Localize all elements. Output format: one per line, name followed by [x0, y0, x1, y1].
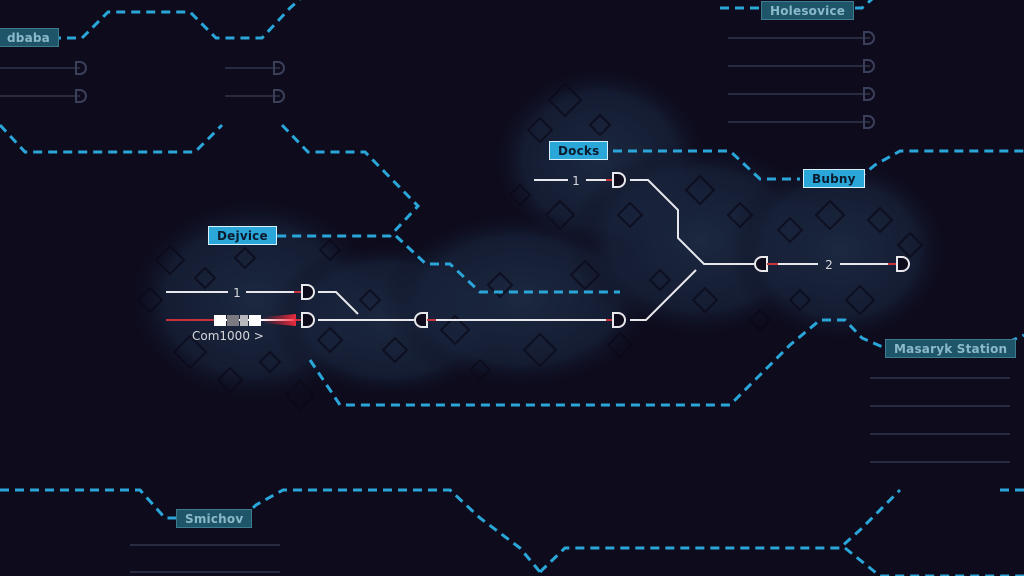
terrain-diamond: [544, 199, 576, 231]
terrain-diamond: [486, 271, 514, 299]
terrain-diamond: [358, 288, 382, 312]
terrain-diamond: [318, 238, 342, 262]
terrain-diamond: [684, 174, 716, 206]
terrain-diamond: [788, 288, 812, 312]
station-label-smichov[interactable]: Smichov: [176, 509, 253, 528]
station-label-bubny[interactable]: Bubny: [803, 169, 865, 188]
terrain-diamond: [588, 113, 612, 137]
route-line: [538, 488, 902, 574]
terrain-diamond: [569, 259, 601, 291]
track-docks-branch: [630, 179, 754, 265]
station-label-holesovice[interactable]: Holesovice: [761, 1, 855, 20]
hidden-signals: [75, 31, 875, 129]
route-line: [0, 123, 224, 154]
route-line: [394, 234, 620, 294]
track-dejvice-junction: [318, 291, 359, 315]
terrain-diamond: [522, 332, 558, 368]
signal-mainline-2[interactable]: [606, 312, 626, 328]
train-com1000[interactable]: [214, 314, 296, 326]
route-line: [844, 546, 1024, 576]
station-label-dejvice[interactable]: Dejvice: [208, 226, 277, 245]
terrain-diamond: [258, 350, 282, 374]
terrain-diamond: [748, 308, 772, 332]
terrain-diamond: [316, 326, 344, 354]
terrain-diamond: [866, 206, 894, 234]
signals: [294, 172, 910, 328]
signal-docks-1[interactable]: [606, 172, 626, 188]
station-label-podbaba[interactable]: dbaba: [0, 28, 59, 47]
track-mainline-branch: [630, 269, 697, 321]
terrain-diamond: [896, 231, 924, 259]
route-line: [308, 318, 886, 407]
signal-bubny-east[interactable]: [888, 256, 910, 272]
terrain-diamond: [193, 266, 217, 290]
train-label-com1000[interactable]: Com1000 >: [192, 329, 264, 343]
terrain-diamond: [726, 201, 754, 229]
route-line: [0, 488, 176, 520]
train-headlight: [262, 314, 296, 326]
route-line: [240, 488, 542, 573]
terrain-diamond: [691, 286, 719, 314]
terrain-diamond: [844, 284, 876, 316]
revealed-area: [125, 65, 950, 405]
route-line: [857, 149, 1024, 181]
terrain-diamond: [648, 268, 672, 292]
hidden-platforms: [0, 37, 1010, 573]
terrain-diamond: [776, 216, 804, 244]
terrain-diamond: [439, 314, 471, 346]
terrain-diamond: [381, 336, 409, 364]
terrain-diamond: [284, 379, 316, 411]
terrain-diamond: [508, 183, 532, 207]
terrain-diamond: [606, 331, 634, 359]
signal-bubny-west[interactable]: [754, 256, 778, 272]
signal-mainline-1[interactable]: [414, 312, 436, 328]
terrain-diamond: [547, 82, 583, 118]
route-line: [52, 0, 302, 40]
terrain-diamond: [154, 244, 186, 276]
terrain-diamond: [616, 201, 644, 229]
station-label-masaryk[interactable]: Masaryk Station: [885, 339, 1017, 358]
platform-number: 2: [825, 258, 833, 272]
route-line: [268, 123, 421, 238]
terrain-diamond: [233, 246, 257, 270]
terrain-diamond: [136, 286, 164, 314]
terrain-diamond: [526, 116, 554, 144]
terrain-diamond: [468, 358, 492, 382]
route-line: [598, 149, 800, 181]
platform-number: 1: [233, 286, 241, 300]
terrain-diamond: [814, 199, 846, 231]
platform-number: 1: [572, 174, 580, 188]
terrain-diamond: [172, 334, 208, 370]
signal-dejvice-1[interactable]: [294, 284, 315, 300]
terrain-diamonds: [136, 82, 924, 411]
station-label-docks[interactable]: Docks: [549, 141, 609, 160]
terrain-diamond: [216, 366, 244, 394]
